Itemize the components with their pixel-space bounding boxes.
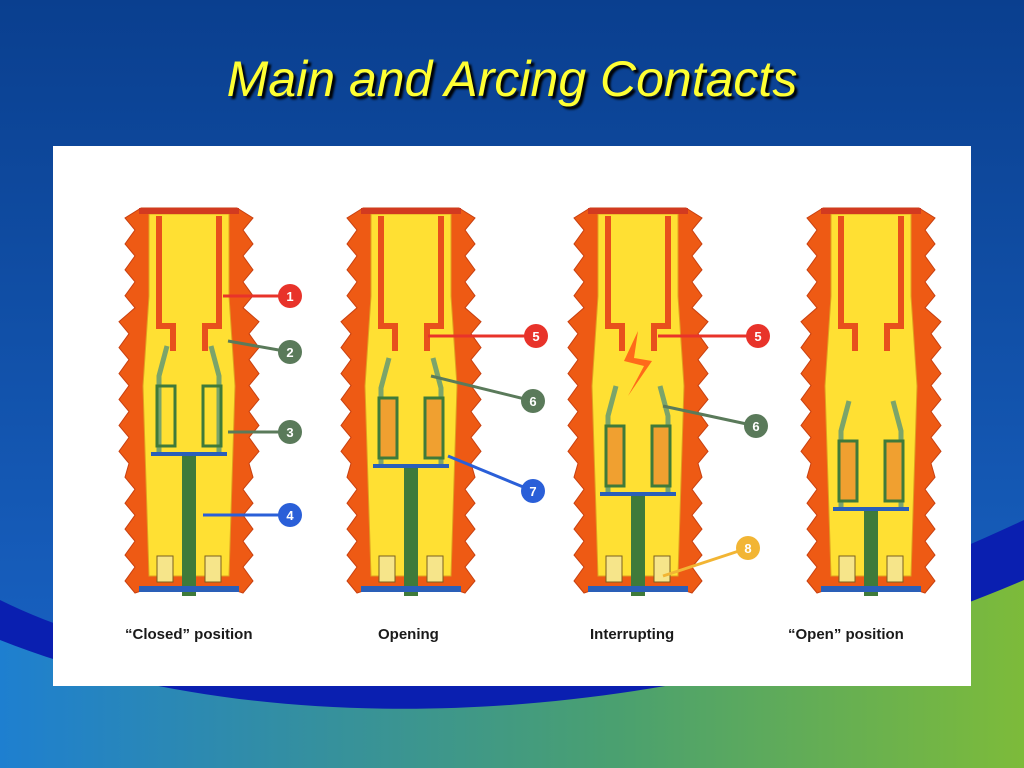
sf6-gas-chamber — [142, 213, 236, 577]
callout-marker — [746, 324, 770, 348]
puffer-cylinder-right — [201, 384, 223, 448]
piston-plate — [833, 507, 909, 511]
diagram-panel: 1 2 3 4 5 6 7 5 6 8 “Closed” position Opening Int… — [53, 146, 971, 686]
caption-open: “Open” position — [788, 626, 904, 643]
bottom-terminal-plate — [588, 586, 688, 592]
callout-marker — [278, 503, 302, 527]
puffer-cylinder-left — [604, 424, 626, 488]
check-valve — [156, 555, 174, 583]
callout-leader-line — [430, 374, 534, 403]
arc-flash — [624, 331, 652, 396]
puffer-cylinder-left — [377, 396, 399, 460]
moving-rod — [404, 468, 418, 596]
top-terminal-plate — [821, 208, 921, 214]
sf6-gas-chamber — [364, 213, 458, 577]
moving-rod — [864, 511, 878, 596]
callout-number: 7 — [529, 484, 536, 499]
bottom-terminal-plate — [139, 586, 239, 592]
callout-number: 1 — [286, 289, 293, 304]
callout-number: 6 — [752, 419, 759, 434]
check-valve — [653, 555, 671, 583]
callout-number: 5 — [532, 329, 539, 344]
puffer-cylinder-right — [650, 424, 672, 488]
callout-number: 5 — [754, 329, 761, 344]
piston-plate — [373, 464, 449, 468]
piston-plate — [600, 492, 676, 496]
puffer-cylinder-right — [423, 396, 445, 460]
callout-leader-line — [447, 454, 534, 493]
callout-number: 3 — [286, 425, 293, 440]
puffer-cylinder-right — [883, 439, 905, 503]
top-terminal-plate — [139, 208, 239, 214]
callout-number: 4 — [286, 508, 294, 523]
check-valve — [426, 555, 444, 583]
callout-marker — [278, 340, 302, 364]
caption-opening: Opening — [378, 626, 439, 643]
puffer-cylinder-left — [837, 439, 859, 503]
fixed-arcing-contact — [838, 216, 904, 351]
callout-leader-line — [662, 404, 757, 428]
caption-interrupting: Interrupting — [590, 626, 675, 643]
caption-closed: “Closed” position — [125, 626, 253, 643]
top-terminal-plate — [361, 208, 461, 214]
callout-marker — [524, 324, 548, 348]
top-terminal-plate — [588, 208, 688, 214]
check-valve — [886, 555, 904, 583]
callout-marker — [278, 284, 302, 308]
bottom-terminal-plate — [361, 586, 461, 592]
callout-marker — [278, 420, 302, 444]
bottom-terminal-plate — [821, 586, 921, 592]
callout-marker — [521, 479, 545, 503]
slide-title: Main and Arcing Contacts — [226, 51, 798, 107]
check-valve — [605, 555, 623, 583]
check-valve — [378, 555, 396, 583]
piston-plate — [151, 452, 227, 456]
callout-leader-line — [662, 546, 749, 578]
callout-marker — [736, 536, 760, 560]
fixed-arcing-contact — [378, 216, 444, 351]
check-valve — [204, 555, 222, 583]
fixed-arcing-contact — [156, 216, 222, 351]
check-valve — [838, 555, 856, 583]
nozzle — [156, 345, 222, 456]
moving-rod — [631, 496, 645, 596]
callout-marker — [744, 414, 768, 438]
callout-number: 8 — [744, 541, 751, 556]
fixed-arcing-contact — [605, 216, 671, 351]
circuit-breaker-diagram: 1 2 3 4 5 6 7 5 6 8 — [118, 207, 942, 596]
callout-number: 6 — [529, 394, 536, 409]
moving-rod — [182, 456, 196, 596]
puffer-cylinder-left — [155, 384, 177, 448]
callout-marker — [521, 389, 545, 413]
callout-number: 2 — [286, 345, 293, 360]
